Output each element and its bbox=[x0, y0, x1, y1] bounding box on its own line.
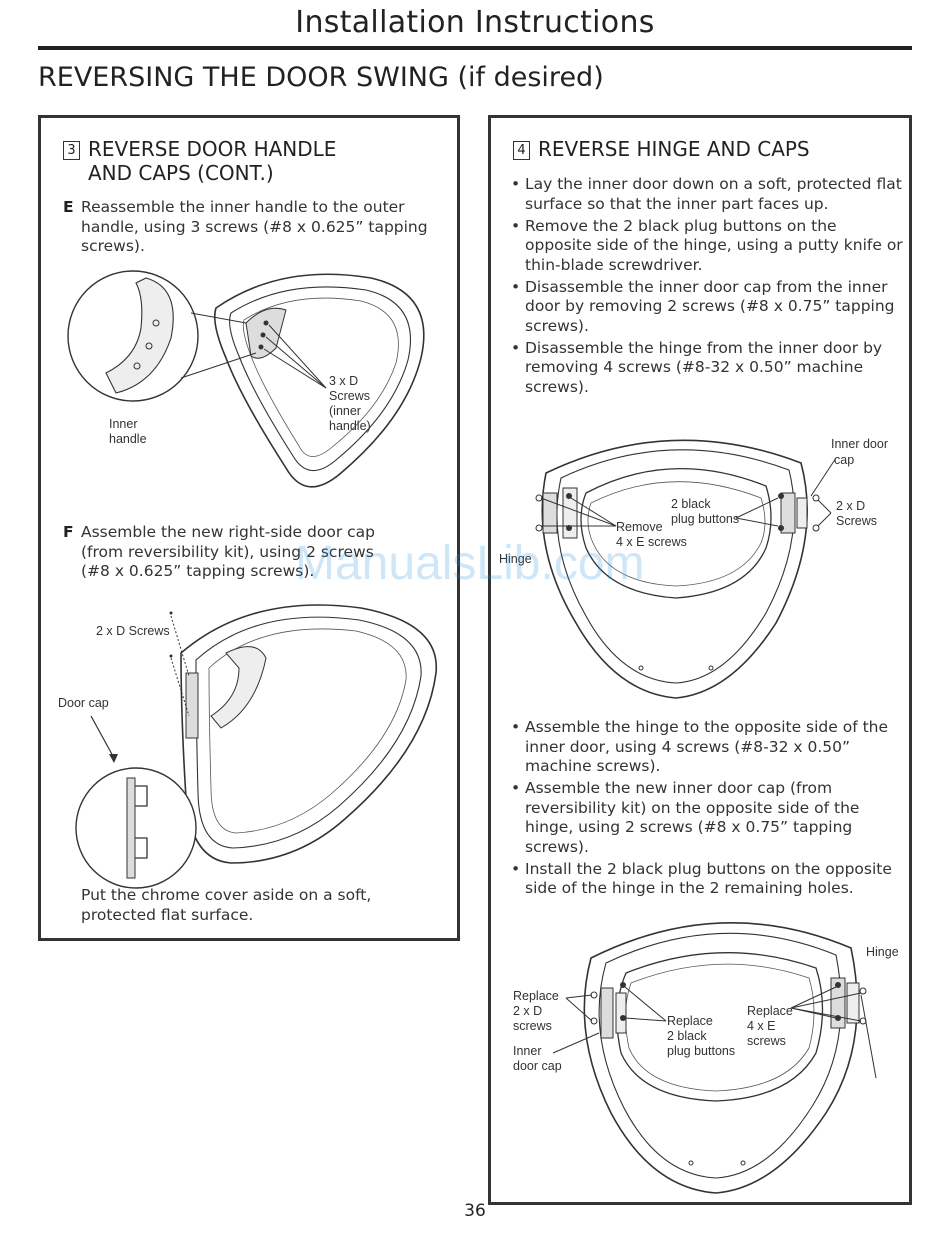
step-f-text: Assemble the new right-side door cap (fr… bbox=[81, 523, 375, 580]
hinge-step-item: Remove the 2 black plug buttons on the o… bbox=[511, 217, 903, 276]
chrome-cover-note: Put the chrome cover aside on a soft, pr… bbox=[81, 886, 372, 924]
hinge-install-steps: Assemble the hinge to the opposite side … bbox=[511, 718, 903, 901]
section-title: REVERSING THE DOOR SWING (if desired) bbox=[38, 62, 604, 93]
figure-handle-reassembly: 3 x D Screws (inner handle) Inner handle bbox=[67, 270, 425, 488]
hinge-step-item: Assemble the hinge to the opposite side … bbox=[511, 718, 903, 777]
fig4-inner-cap-label-1: Inner bbox=[513, 1044, 542, 1058]
fig1-screws-label-1: 3 x D bbox=[329, 374, 358, 388]
fig4-replace-plug-label-3: plug buttons bbox=[667, 1044, 735, 1058]
hinge-step-item: Lay the inner door down on a soft, prote… bbox=[511, 175, 903, 214]
fig3-screws-label-2: Screws bbox=[836, 514, 877, 528]
fig4-hinge-label: Hinge bbox=[866, 945, 899, 959]
fig1-screws-label-2: Screws bbox=[329, 389, 370, 403]
step-4-number: 4 bbox=[513, 141, 530, 160]
fig1-handle-label-1: Inner bbox=[109, 417, 138, 431]
page-number: 36 bbox=[464, 1201, 486, 1221]
header-title: Installation Instructions bbox=[295, 5, 655, 40]
fig1-screws-label-4: handle) bbox=[329, 419, 371, 433]
fig4-replace-d-label-2: 2 x D bbox=[513, 1004, 542, 1018]
fig4-replace-d-label-3: screws bbox=[513, 1019, 552, 1033]
hinge-step-item: Assemble the new inner door cap (from re… bbox=[511, 779, 903, 857]
fig3-plug-label-2: plug buttons bbox=[671, 512, 739, 526]
right-instruction-panel: 4 REVERSE HINGE AND CAPS Lay the inner do… bbox=[488, 115, 912, 1205]
fig4-replace-e-label-1: Replace bbox=[747, 1004, 793, 1018]
fig1-screws-label-3: (inner bbox=[329, 404, 361, 418]
step-f-letter: F bbox=[63, 523, 74, 541]
watermark: ManualsLib.com bbox=[295, 537, 645, 590]
fig4-replace-d-label-1: Replace bbox=[513, 989, 559, 1003]
figure-install-hinge: Replace 2 x D screws Inner door cap Repl… bbox=[513, 922, 899, 1194]
fig4-replace-plug-label-1: Replace bbox=[667, 1014, 713, 1028]
fig3-plug-label-1: 2 black bbox=[671, 497, 711, 511]
step-3-number: 3 bbox=[63, 141, 80, 160]
fig4-replace-e-label-2: 4 x E bbox=[747, 1019, 776, 1033]
step-3-title-line1: REVERSE DOOR HANDLE bbox=[88, 137, 337, 161]
fig4-replace-e-label-3: screws bbox=[747, 1034, 786, 1048]
step-4-title-text: REVERSE HINGE AND CAPS bbox=[538, 137, 810, 161]
fig3-screws-label-1: 2 x D bbox=[836, 499, 865, 513]
step-3-title: 3 REVERSE DOOR HANDLE bbox=[63, 137, 336, 161]
hinge-removal-steps: Lay the inner door down on a soft, prote… bbox=[511, 175, 903, 400]
fig1-handle-label-2: handle bbox=[109, 432, 147, 446]
hinge-step-item: Disassemble the inner door cap from the … bbox=[511, 278, 903, 337]
fig3-remove-label-1: Remove bbox=[616, 520, 663, 534]
figure-door-cap: 2 x D Screws Door cap bbox=[58, 604, 438, 889]
hinge-step-item: Disassemble the hinge from the inner doo… bbox=[511, 339, 903, 398]
fig2-cap-label: Door cap bbox=[58, 696, 109, 710]
fig4-inner-cap-label-2: door cap bbox=[513, 1059, 562, 1073]
hinge-step-item: Install the 2 black plug buttons on the … bbox=[511, 860, 903, 899]
fig3-hinge-label: Hinge bbox=[499, 552, 532, 566]
fig3-cap-label-2: cap bbox=[834, 453, 854, 467]
step-4-title: 4 REVERSE HINGE AND CAPS bbox=[513, 137, 810, 161]
page-header: Installation Instructions bbox=[38, 0, 912, 50]
fig2-screws-label: 2 x D Screws bbox=[96, 624, 170, 638]
step-3-title-line2: AND CAPS (CONT.) bbox=[88, 161, 274, 185]
figure-remove-hinge: 2 black plug buttons Remove 4 x E screws… bbox=[499, 437, 888, 699]
step-e-letter: E bbox=[63, 198, 74, 216]
fig4-replace-plug-label-2: 2 black bbox=[667, 1029, 707, 1043]
step-e-text: Reassemble the inner handle to the outer… bbox=[81, 198, 428, 255]
fig3-remove-label-2: 4 x E screws bbox=[616, 535, 687, 549]
fig3-cap-label-1: Inner door bbox=[831, 437, 888, 451]
